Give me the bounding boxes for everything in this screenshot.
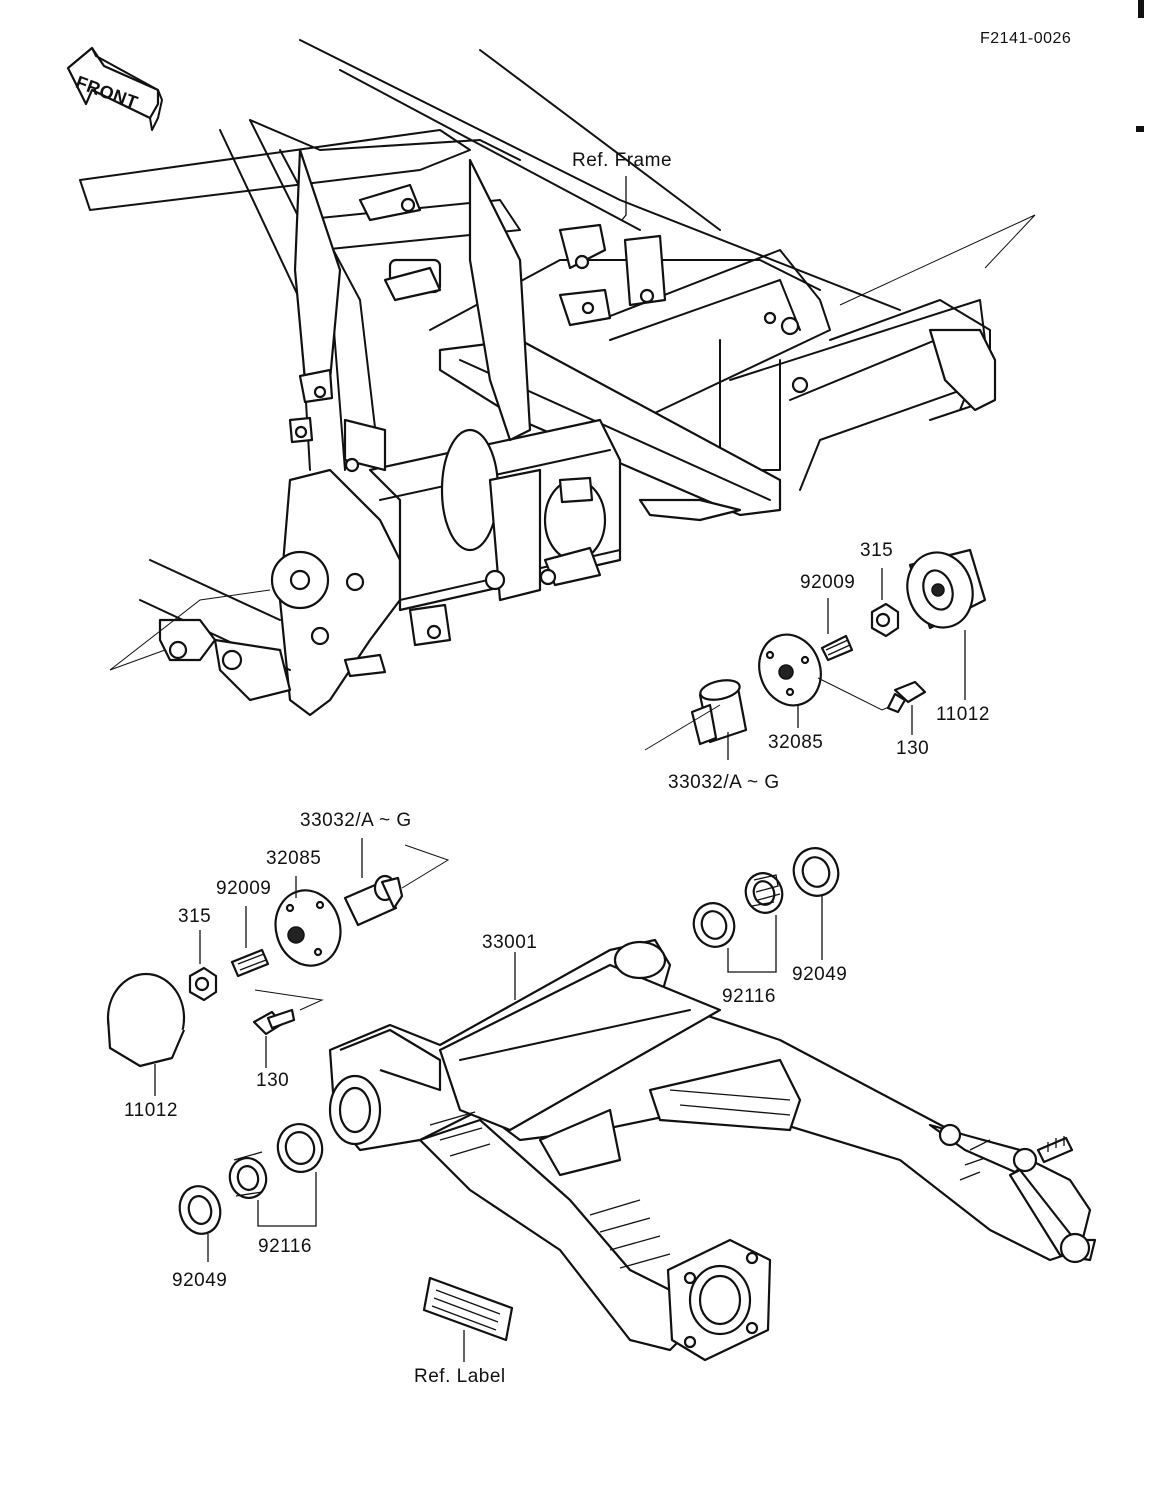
part-32085-upper: [758, 633, 901, 728]
margin-mark-mid: [1136, 126, 1144, 132]
label-11012-upper: 11012: [936, 704, 990, 725]
part-130-lower: [252, 1008, 296, 1068]
part-92116-upper: [692, 872, 784, 973]
label-11012-lower: 11012: [124, 1100, 178, 1121]
margin-mark-top: [1138, 0, 1144, 18]
label-92049-lower: 92049: [172, 1270, 228, 1291]
label-33032-upper: 33032/A ~ G: [668, 772, 780, 793]
label-32085-upper: 32085: [768, 732, 824, 753]
part-130-upper: [886, 680, 927, 735]
label-92116-upper: 92116: [722, 986, 776, 1007]
part-92049-upper: [792, 847, 840, 960]
part-92049-lower: [178, 1185, 222, 1262]
label-ref-frame: Ref. Frame: [572, 150, 673, 171]
frame-drawing: [79, 39, 1036, 717]
label-33001: 33001: [482, 932, 538, 953]
part-315-upper: [870, 568, 900, 638]
label-92009-lower: 92009: [216, 878, 272, 899]
label-92009-upper: 92009: [800, 572, 856, 593]
part-315-lower: [188, 930, 218, 1002]
swingarm-33001: [328, 938, 1097, 1362]
front-arrow-icon: [66, 46, 163, 131]
ref-label-icon: [422, 1276, 514, 1362]
label-315-upper: 315: [860, 540, 894, 561]
part-92009-lower: [230, 906, 270, 978]
label-32085-lower: 32085: [266, 848, 322, 869]
diagram-code: F2141-0026: [980, 30, 1072, 47]
part-33032-upper: [644, 679, 748, 760]
part-92116-lower: [228, 1123, 324, 1227]
part-11012-lower: [106, 972, 186, 1096]
part-92009-upper: [820, 598, 854, 662]
part-11012-upper: [906, 548, 987, 700]
label-ref-label: Ref. Label: [414, 1366, 506, 1387]
part-32085-lower: [254, 876, 342, 1011]
label-33032-lower: 33032/A ~ G: [300, 810, 412, 831]
label-315-lower: 315: [178, 906, 212, 927]
label-92049-upper: 92049: [792, 964, 848, 985]
label-92116-lower: 92116: [258, 1236, 312, 1257]
label-130-upper: 130: [896, 738, 930, 759]
part-33032-lower: [343, 838, 450, 927]
label-130-lower: 130: [256, 1070, 290, 1091]
